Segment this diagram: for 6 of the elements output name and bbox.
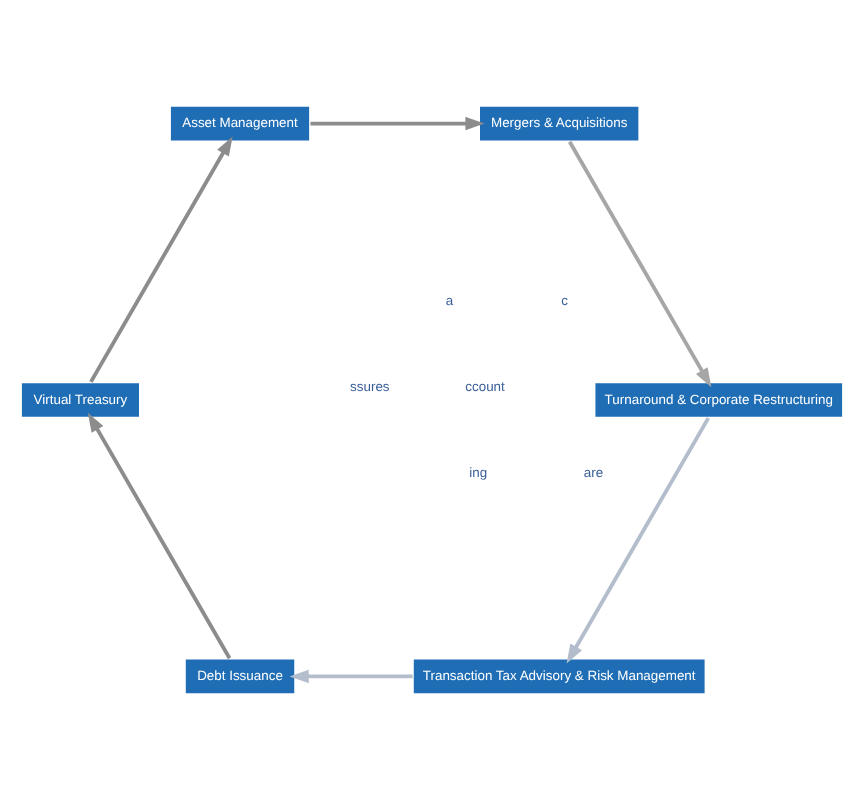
arrow	[289, 669, 413, 684]
arrow	[87, 412, 232, 660]
arrow	[89, 136, 233, 383]
arrow	[568, 140, 712, 388]
arrow	[310, 116, 485, 131]
arrow	[566, 417, 710, 664]
